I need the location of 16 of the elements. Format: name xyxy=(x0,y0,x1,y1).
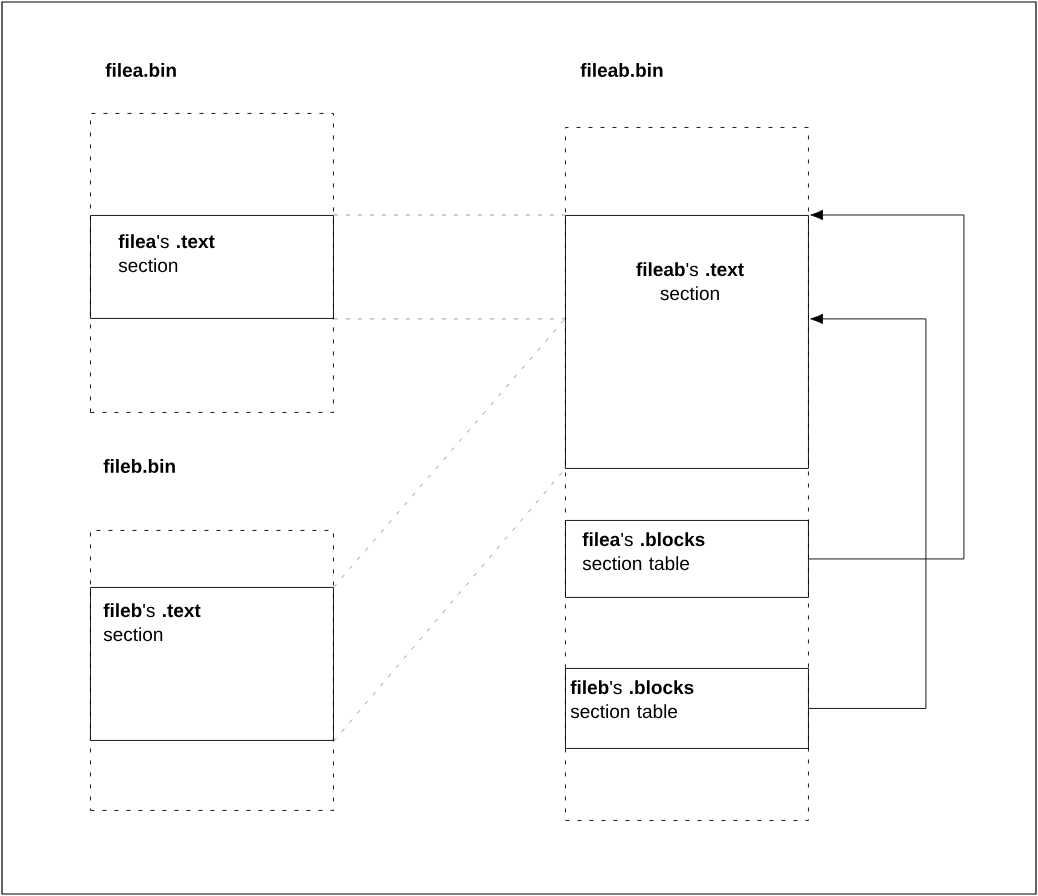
file-outline xyxy=(90,113,334,413)
file-name: filea.bin xyxy=(105,63,176,77)
file-outline xyxy=(565,127,809,821)
arrow xyxy=(808,313,927,709)
connector-line xyxy=(333,318,566,588)
section-box: fileb's .blocks section table xyxy=(565,668,809,749)
section-box: filea's .text section xyxy=(90,215,334,319)
connector-line xyxy=(333,214,566,216)
connector-line xyxy=(333,318,566,320)
section-box: filea's .blocks section table xyxy=(565,520,809,598)
arrow xyxy=(808,209,965,560)
section-box: fileb's .text section xyxy=(90,587,334,741)
file-outline xyxy=(90,530,334,811)
section-box: fileab's .text section xyxy=(565,215,809,469)
file-name: fileab.bin xyxy=(580,63,663,77)
file-name: fileb.bin xyxy=(103,459,175,473)
